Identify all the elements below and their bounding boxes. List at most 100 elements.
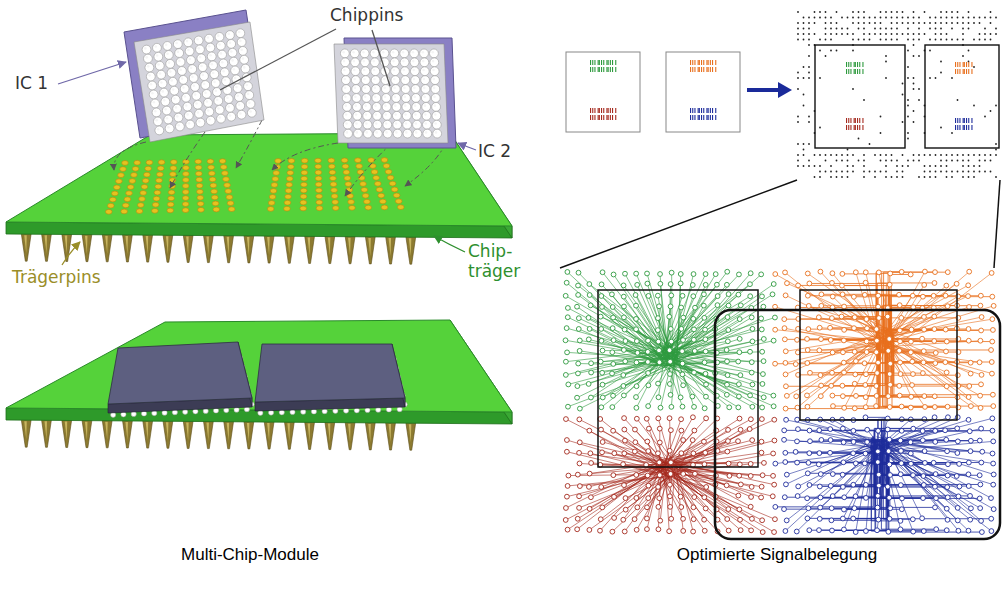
ic-chip (372, 51, 375, 54)
pad-grid (227, 201, 234, 206)
carrier-pin-field (808, 116, 810, 118)
ic-chip (420, 58, 429, 67)
chip-footprint (712, 67, 713, 72)
carrier-pin-field (924, 154, 926, 156)
pad-grid (389, 181, 396, 186)
carrier-pin-field (863, 99, 865, 101)
chip-footprint (590, 60, 591, 65)
ic-chip (165, 43, 168, 46)
ic-chip (405, 131, 408, 134)
chip-carrier-board (125, 236, 128, 254)
ic-chip (124, 10, 264, 142)
carrier-pin-field (830, 39, 832, 41)
carrier-pin-field (964, 125, 965, 130)
chip-footprint (612, 115, 613, 120)
carrier-pin-field (990, 171, 992, 173)
mounted-chip (255, 344, 407, 415)
ic-chip (432, 102, 441, 111)
carrier-pin-field (951, 160, 953, 162)
pad-grid (167, 208, 174, 213)
pin-assignment-plot (661, 330, 705, 351)
pin-assignment-plot (676, 420, 774, 463)
pad-grid (391, 187, 398, 192)
pad-grid (328, 158, 335, 163)
carrier-pin-field (808, 165, 810, 167)
carrier-pin-field (896, 33, 898, 35)
pad-grid (168, 190, 175, 195)
assembled-carrier-board (146, 422, 149, 440)
pad-grid (139, 197, 146, 202)
chip-footprint (712, 108, 713, 113)
chip-footprint (708, 108, 709, 113)
chip-footprint (608, 60, 609, 65)
ic-chip (402, 102, 411, 111)
carrier-pin-field (858, 22, 860, 24)
ic-chip (154, 45, 157, 48)
chip-footprint (706, 67, 707, 72)
chip-footprint (592, 115, 593, 120)
ic-chip (207, 109, 210, 112)
ic-chip (400, 49, 409, 58)
ic-chip (169, 70, 172, 73)
carrier-pin-field (990, 22, 992, 24)
carrier-pin-field (847, 154, 849, 156)
carrier-pin-field (984, 28, 986, 30)
pad-grid (272, 177, 279, 182)
pad-grid (355, 158, 362, 163)
carrier-pin-field (990, 39, 992, 41)
carrier-pin-field (885, 33, 887, 35)
carrier-pin-field (951, 176, 953, 178)
ic-chip (245, 91, 254, 100)
chip-carrier-board (409, 238, 412, 256)
ic-chip (195, 109, 204, 118)
pad-grid (269, 195, 276, 200)
pad-grid (315, 170, 322, 175)
ic-chip (372, 94, 381, 103)
carrier-pin-field (962, 171, 964, 173)
chip-carrier-board (264, 235, 274, 263)
ic-chip (151, 99, 160, 108)
carrier-pin-field (891, 17, 893, 19)
chip-footprint (699, 60, 700, 65)
ic-chip (214, 96, 223, 105)
carrier-pin-field (797, 116, 799, 118)
chip-carrier-board (389, 238, 392, 256)
carrier-pin-field (979, 17, 981, 19)
carrier-pin-field (963, 118, 964, 123)
pin-assignment-plot (892, 331, 992, 395)
ic-chip (353, 69, 356, 72)
carrier-pin-field (935, 22, 937, 24)
ic-chip (153, 101, 156, 104)
chip-footprint (692, 115, 693, 120)
ic-chip (362, 51, 365, 54)
pad-grid (168, 196, 175, 201)
carrier-pin-field (808, 33, 810, 35)
carrier-pin-field (935, 17, 937, 19)
carrier-pin-field (951, 11, 953, 13)
carrier-pin-field (863, 11, 865, 13)
ic-chip (227, 112, 236, 121)
ic-chip (342, 76, 351, 85)
ic-chip (344, 87, 347, 90)
ic-chip (217, 34, 220, 37)
carrier-pin-field (957, 69, 958, 74)
ic-chip (431, 94, 440, 103)
chip-footprint (715, 115, 716, 120)
ic-chip (410, 67, 419, 76)
ic-chip (351, 67, 360, 76)
carrier-pin-field (979, 165, 981, 167)
chip-footprint (694, 108, 695, 113)
pad-grid (183, 171, 190, 176)
pad-grid (331, 194, 338, 199)
carrier-pin-field (808, 66, 810, 68)
chip-footprint (690, 60, 691, 65)
carrier-pin-field (907, 105, 909, 107)
placement-line (345, 143, 392, 196)
ic-chip (413, 87, 416, 90)
ic-chip (395, 122, 398, 125)
chip-footprint (698, 67, 699, 72)
pad-grid (152, 208, 159, 213)
pad-grid (182, 208, 189, 213)
carrier-pin-field (841, 160, 843, 162)
